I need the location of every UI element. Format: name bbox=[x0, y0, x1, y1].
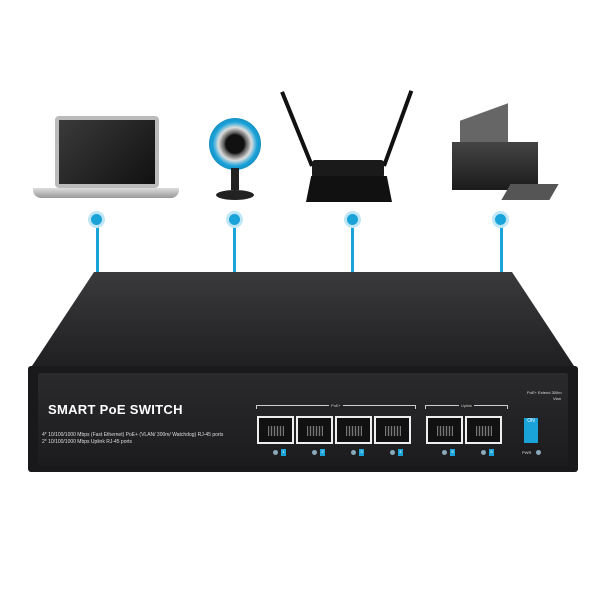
ethernet-port-1[interactable] bbox=[257, 416, 294, 444]
port-number: 6 bbox=[489, 449, 494, 456]
port-number: 3 bbox=[359, 449, 364, 456]
ethernet-port-5[interactable] bbox=[426, 416, 463, 444]
ethernet-port-2[interactable] bbox=[296, 416, 333, 444]
led-icon bbox=[273, 450, 278, 455]
port-number: 1 bbox=[281, 449, 286, 456]
uplink-group-label: Uplink bbox=[425, 403, 508, 409]
port-number: 2 bbox=[320, 449, 325, 456]
product-title: SMART PoE SWITCH bbox=[48, 402, 183, 417]
port-number: 4 bbox=[398, 449, 403, 456]
pwr-label: PWR bbox=[522, 450, 532, 455]
ethernet-port-6[interactable] bbox=[465, 416, 502, 444]
port-number: 5 bbox=[450, 449, 455, 456]
spec-line: 2* 10/100/1000 Mbps Uplink RJ-45 ports bbox=[42, 439, 133, 445]
poe-group-label: PoE+ bbox=[256, 403, 416, 409]
led-icon bbox=[390, 450, 395, 455]
ethernet-port-3[interactable] bbox=[335, 416, 372, 444]
webcam-icon bbox=[206, 118, 264, 204]
led-icon bbox=[312, 450, 317, 455]
led-icon bbox=[442, 450, 447, 455]
led-icon bbox=[481, 450, 486, 455]
ethernet-port-4[interactable] bbox=[374, 416, 411, 444]
power-led-icon bbox=[536, 450, 541, 455]
spec-line: 4* 10/100/1000 Mbps (Fast Ethernet) PoE+… bbox=[42, 432, 224, 438]
dip-switch[interactable]: ON bbox=[524, 418, 538, 443]
router-icon bbox=[280, 86, 414, 204]
laptop-icon bbox=[33, 116, 179, 204]
switch-label: Vlan bbox=[553, 396, 562, 401]
printer-icon bbox=[450, 103, 559, 204]
led-icon bbox=[351, 450, 356, 455]
switch-label: PoE+ Extend 300m bbox=[527, 390, 562, 395]
